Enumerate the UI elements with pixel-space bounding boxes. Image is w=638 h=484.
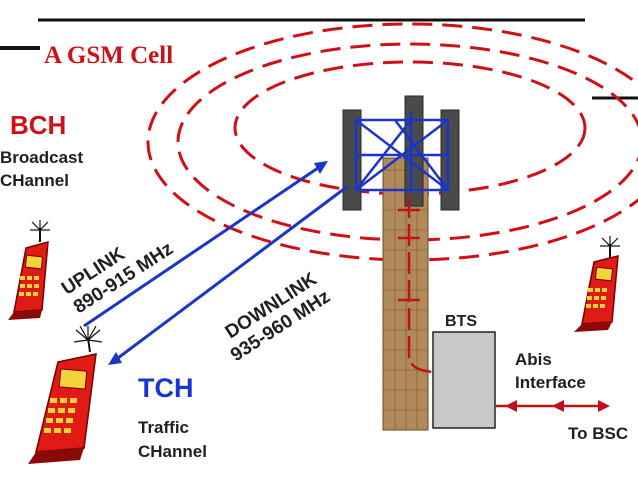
radio-links [83, 161, 349, 365]
abis-label: Abis Interface [515, 348, 586, 394]
bch-line1: Broadcast [0, 148, 84, 167]
feeder-cable [398, 196, 439, 374]
uplink-arrow [83, 166, 319, 328]
downlink-arrow [117, 184, 349, 360]
mobile-phone-right [574, 236, 620, 332]
tch-line1: Traffic [138, 418, 190, 437]
abis-line2: Interface [515, 373, 586, 392]
bch-line2: CHannel [0, 171, 69, 190]
mobile-phone-large [28, 325, 103, 464]
tch-line2: CHannel [138, 442, 207, 461]
to-bsc-label: To BSC [568, 424, 629, 443]
bts-cabinet [432, 331, 496, 429]
abis-link [495, 400, 610, 412]
mobile-phone-left [8, 220, 50, 320]
antenna-panel-left [342, 109, 362, 211]
diagram-title: A GSM Cell [44, 42, 174, 69]
tch-label: TCH [138, 373, 194, 403]
tch-description: Traffic CHannel [138, 416, 207, 464]
antenna-panel-right [440, 109, 460, 211]
bts-label: BTS [445, 313, 477, 330]
bch-label: BCH [10, 110, 67, 140]
antenna-lattice [354, 112, 450, 192]
bch-description: Broadcast CHannel [0, 146, 83, 192]
abis-line1: Abis [515, 350, 552, 369]
